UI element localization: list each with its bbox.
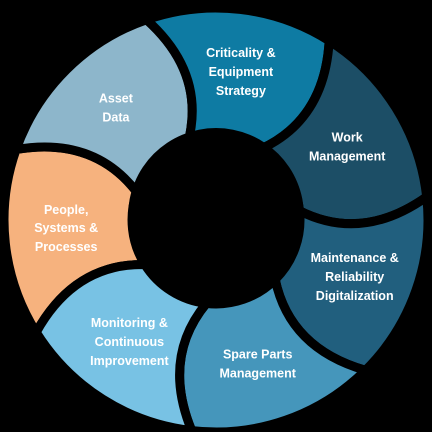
- center-hub: [128, 128, 304, 304]
